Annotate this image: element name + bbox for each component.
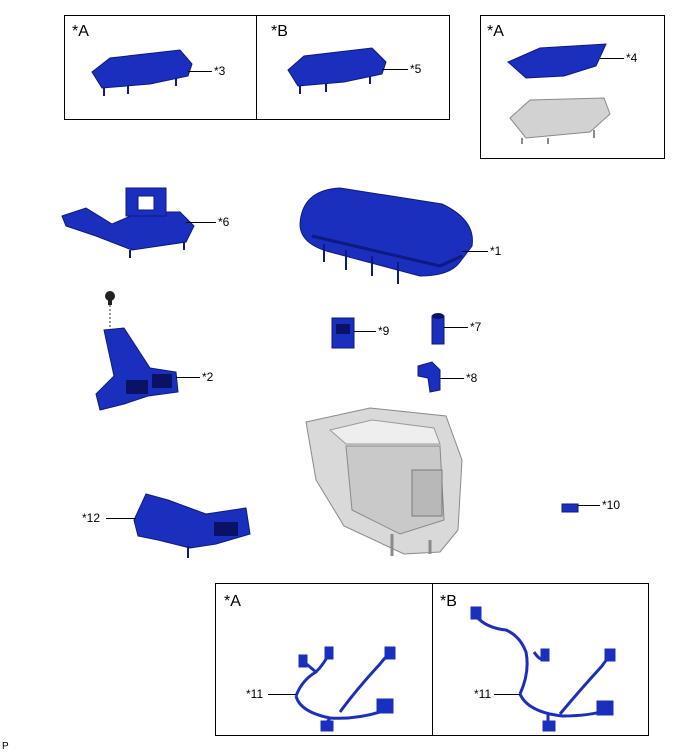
callout-11-b: *11 <box>474 687 492 701</box>
part-5-tray-cover <box>287 47 387 94</box>
leader-6 <box>186 222 216 223</box>
part-11-wire-harness-a <box>294 646 396 732</box>
callout-10: *10 <box>602 498 621 512</box>
callout-1: *1 <box>490 244 502 258</box>
group-divider-11 <box>432 583 433 736</box>
callout-2: *2 <box>202 370 214 384</box>
footer-code: P <box>2 741 9 752</box>
leader-1 <box>462 251 488 252</box>
leader-2 <box>176 377 200 378</box>
part-8-connector <box>417 361 441 393</box>
callout-4: *4 <box>626 51 638 65</box>
leader-11a <box>268 694 296 695</box>
part-11-wire-harness-b <box>470 606 616 732</box>
leader-12 <box>106 518 136 519</box>
part-7-socket <box>431 313 445 345</box>
group-frame-3-5 <box>64 15 450 120</box>
leader-11b <box>494 694 520 695</box>
leader-10 <box>578 505 600 506</box>
leader-9 <box>354 331 376 332</box>
console-box <box>305 407 463 556</box>
callout-6: *6 <box>218 215 230 229</box>
callout-9: *9 <box>378 324 390 338</box>
part-6-bracket <box>61 187 195 258</box>
group-divider-3-5 <box>256 15 257 120</box>
variant-tag-b-top: *B <box>271 23 288 40</box>
variant-tag-a-bottom: *A <box>224 593 241 610</box>
callout-5: *5 <box>410 62 422 76</box>
part-3-tray-cover <box>91 49 193 96</box>
callout-8: *8 <box>466 371 478 385</box>
part-4-mat <box>507 43 611 144</box>
part-9-switch <box>331 317 355 349</box>
callout-3: *3 <box>214 64 226 78</box>
leader-7 <box>444 327 468 328</box>
group-frame-4 <box>480 15 665 159</box>
part-10-plug <box>561 503 579 513</box>
callout-7: *7 <box>470 320 482 334</box>
callout-11-a: *11 <box>246 687 264 701</box>
part-2-duct <box>95 291 179 411</box>
variant-tag-a-top: *A <box>72 23 89 40</box>
part-1-armrest-lid <box>299 187 473 284</box>
variant-tag-a-right: *A <box>487 23 504 40</box>
part-12-rear-duct <box>133 493 251 558</box>
leader-5 <box>382 69 408 70</box>
variant-tag-b-bottom: *B <box>440 593 457 610</box>
leader-8 <box>440 378 464 379</box>
callout-12: *12 <box>82 511 101 525</box>
leader-4 <box>600 58 624 59</box>
leader-3 <box>188 71 212 72</box>
